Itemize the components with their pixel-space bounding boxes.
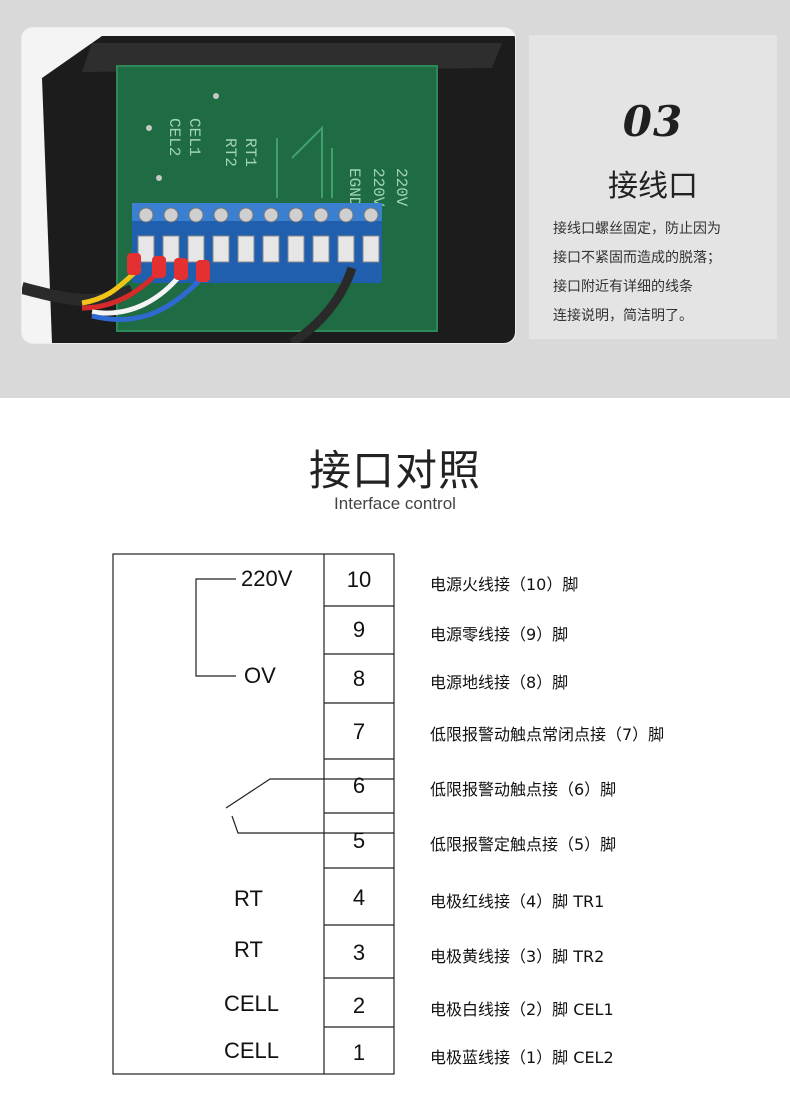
pin-number: 10 (346, 567, 372, 592)
relay-moving-contact (225, 778, 394, 809)
power-bracket (195, 578, 236, 677)
pin-description: 电极红线接（4）脚 TR1 (430, 892, 605, 911)
section-subtitle: Interface control (334, 494, 456, 513)
terminal-block (132, 203, 382, 283)
pin-number: 4 (352, 885, 366, 910)
description-line: 接口附近有详细的线条 (553, 279, 693, 295)
pin-number: 3 (352, 940, 366, 965)
pcb-label: 220V (392, 168, 410, 207)
feature-title: 接线口 (608, 169, 698, 204)
pin-description: 电极白线接（2）脚 CEL1 (430, 1000, 614, 1019)
pin-number: 2 (352, 993, 366, 1018)
pin-description: 电源火线接（10）脚 (430, 575, 579, 594)
wires (22, 253, 357, 343)
description-line: 连接说明，简洁明了。 (553, 308, 693, 324)
label-ov: OV (244, 663, 276, 688)
diagram-frame (112, 553, 395, 1075)
pin-description: 低限报警动触点常闭点接（7）脚 (430, 725, 665, 744)
pin-description: 电极蓝线接（1）脚 CEL2 (430, 1048, 614, 1067)
pin-description: 电源地线接（8）脚 (430, 673, 569, 692)
pin-description: 低限报警动触点接（6）脚 (430, 780, 617, 799)
label-rt: RT (234, 886, 263, 911)
pin-description: 电极黄线接（3）脚 TR2 (430, 947, 605, 966)
step-number: 03 (622, 97, 684, 146)
description-line: 接线口螺丝固定，防止因为 (553, 221, 721, 237)
feature-card: 03 接线口 接线口螺丝固定，防止因为 接口不紧固而造成的脱落； 接口附近有详细… (529, 35, 777, 339)
description-line: 接口不紧固而造成的脱落； (553, 250, 721, 266)
pcb-label: CEL1 (185, 118, 203, 156)
pcb-label: 220V (369, 168, 387, 207)
pcb-label: CEL2 (165, 118, 183, 156)
pin-number: 8 (352, 666, 366, 691)
label-cell: CELL (224, 991, 280, 1016)
pin-number: 7 (352, 719, 366, 744)
label-rt: RT (234, 937, 263, 962)
pin-number: 9 (352, 617, 366, 642)
terminal-block-illustration: 220V 220V EGND RT1 RT2 CEL1 CEL2 (22, 36, 515, 343)
pcb-label: EGND (345, 168, 363, 206)
pcb-label: RT2 (221, 138, 239, 167)
feature-description: 接线口螺丝固定，防止因为 接口不紧固而造成的脱落； 接口附近有详细的线条 连接说… (553, 215, 773, 331)
relay-fixed-contact (231, 815, 394, 834)
label-220v: 220V (241, 566, 293, 591)
label-cell: CELL (224, 1038, 280, 1063)
pcb-label: RT1 (241, 138, 259, 167)
pin-description: 低限报警定触点接（5）脚 (430, 835, 617, 854)
section-title: 接口对照 (308, 446, 481, 495)
pin-number: 5 (352, 828, 366, 853)
pin-number: 1 (352, 1040, 366, 1065)
product-photo: 220V 220V EGND RT1 RT2 CEL1 CEL2 (21, 27, 516, 344)
pin-number: 6 (352, 773, 366, 798)
pin-description: 电源零线接（9）脚 (430, 625, 569, 644)
